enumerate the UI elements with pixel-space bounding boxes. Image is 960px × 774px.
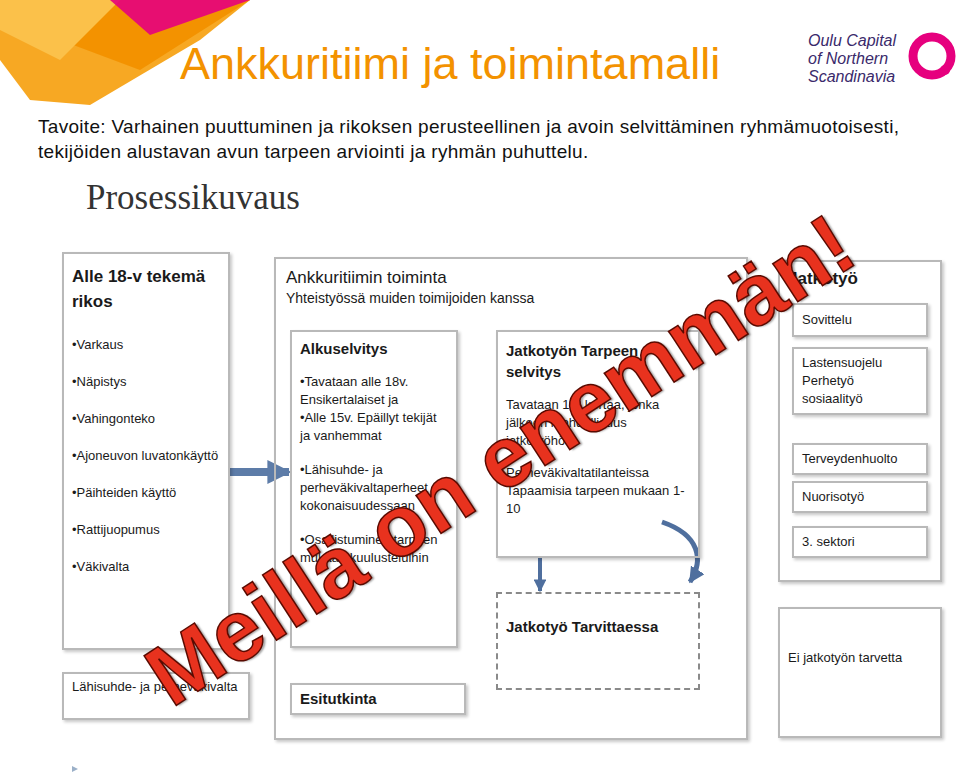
node-heading: Ei jatkotyön tarvetta [788, 649, 932, 667]
node-text: •Varkaus [72, 336, 220, 354]
process-box: Alkuselvitys •Tavataan alle 18v. Ensikert… [290, 330, 458, 648]
node-text: •Väkivalta [72, 558, 220, 576]
node-text: •Alle 15v. Epäillyt tekijät ja vanhemmat [300, 409, 448, 445]
node-heading: Nuorisotyö [802, 488, 918, 506]
logo-icon [913, 37, 951, 75]
service-box: 3. sektori [792, 526, 928, 558]
node-text: •Ajoneuvon luvatonkäyttö [72, 447, 220, 465]
node-text: •Osallistuminen tarpeen mukaan kuulustel… [300, 531, 448, 567]
category-box: Lähisuhde- ja perheväkivalta [62, 672, 250, 720]
service-box: Sovittelu [792, 303, 928, 337]
node-heading: Jatkotyön Tarpeen selvitys [506, 340, 690, 382]
followup-box: JatkotyöSovitteluLastensuojelu Perhetyö … [778, 260, 942, 582]
node-heading: Alkuselvitys [300, 340, 448, 357]
node-text: •Näpistys [72, 373, 220, 391]
process-box: Jatkotyön Tarpeen selvitysTavataan 1-3 k… [496, 330, 700, 558]
node-heading: Lähisuhde- ja perheväkivalta [72, 678, 240, 696]
node-text: •Vahingonteko [72, 410, 220, 428]
node-heading: Alle 18-v tekemä rikos [72, 264, 220, 314]
footer-mark [72, 766, 78, 772]
outcome-box: Ei jatkotyön tarvetta [778, 607, 942, 738]
corner-shape [0, 0, 120, 60]
flow-arrow [538, 558, 542, 591]
node-text: Tavataan 1-3 kertaa, jonka jälkeen mahdo… [506, 396, 690, 450]
slide-title: Ankkuritiimi ja toimintamalli [180, 38, 720, 90]
corner-shape [110, 0, 250, 35]
subtitle: Tavoite: Varhainen puuttuminen ja rikoks… [38, 114, 938, 164]
node-heading: Jatkotyö Tarvittaessa [506, 616, 690, 637]
node-heading: 3. sektori [802, 533, 918, 551]
node-heading: Terveydenhuolto [802, 450, 918, 468]
node-text: •Päihteiden käyttö [72, 484, 220, 502]
optional-box: Jatkotyö Tarvittaessa [496, 592, 700, 690]
curved-arrow [662, 522, 697, 582]
logo-text: Oulu Capital of Northern Scandinavia [808, 32, 908, 86]
service-box: Lastensuojelu Perhetyö sosiaalityö [792, 347, 928, 415]
node-text: •Lähisuhde- ja perheväkivaltaperheet kok… [300, 461, 448, 515]
node-text: Perheväkivaltatilanteissa Tapaamisia tar… [506, 464, 690, 518]
watermark: Meillä on enemmän! [128, 195, 871, 726]
flow-arrow [230, 468, 289, 476]
logo-icon [940, 65, 950, 75]
node-text: •Rattijuopumus [72, 521, 220, 539]
service-box: Terveydenhuolto [792, 443, 928, 475]
node-text: •Tavataan alle 18v. Ensikertalaiset ja [300, 373, 448, 409]
node-text: Yhteistyössä muiden toimijoiden kanssa [286, 289, 736, 307]
section-heading: Prosessikuvaus [86, 178, 300, 218]
node-heading: Esitutkinta [300, 689, 456, 709]
node-heading: Jatkotyö [788, 268, 932, 290]
offence-box: Alle 18-v tekemä rikos •Varkaus •Näpistys •… [62, 252, 230, 650]
service-box: Nuorisotyö [792, 481, 928, 513]
node-heading: Lastensuojelu Perhetyö sosiaalityö [802, 354, 918, 408]
node-heading: Ankkuritiimin toiminta [286, 267, 736, 289]
process-box: Esitutkinta [290, 683, 466, 715]
team-box: Ankkuritiimin toimintaYhteistyössä muide… [274, 257, 748, 740]
node-heading: Sovittelu [802, 311, 918, 329]
